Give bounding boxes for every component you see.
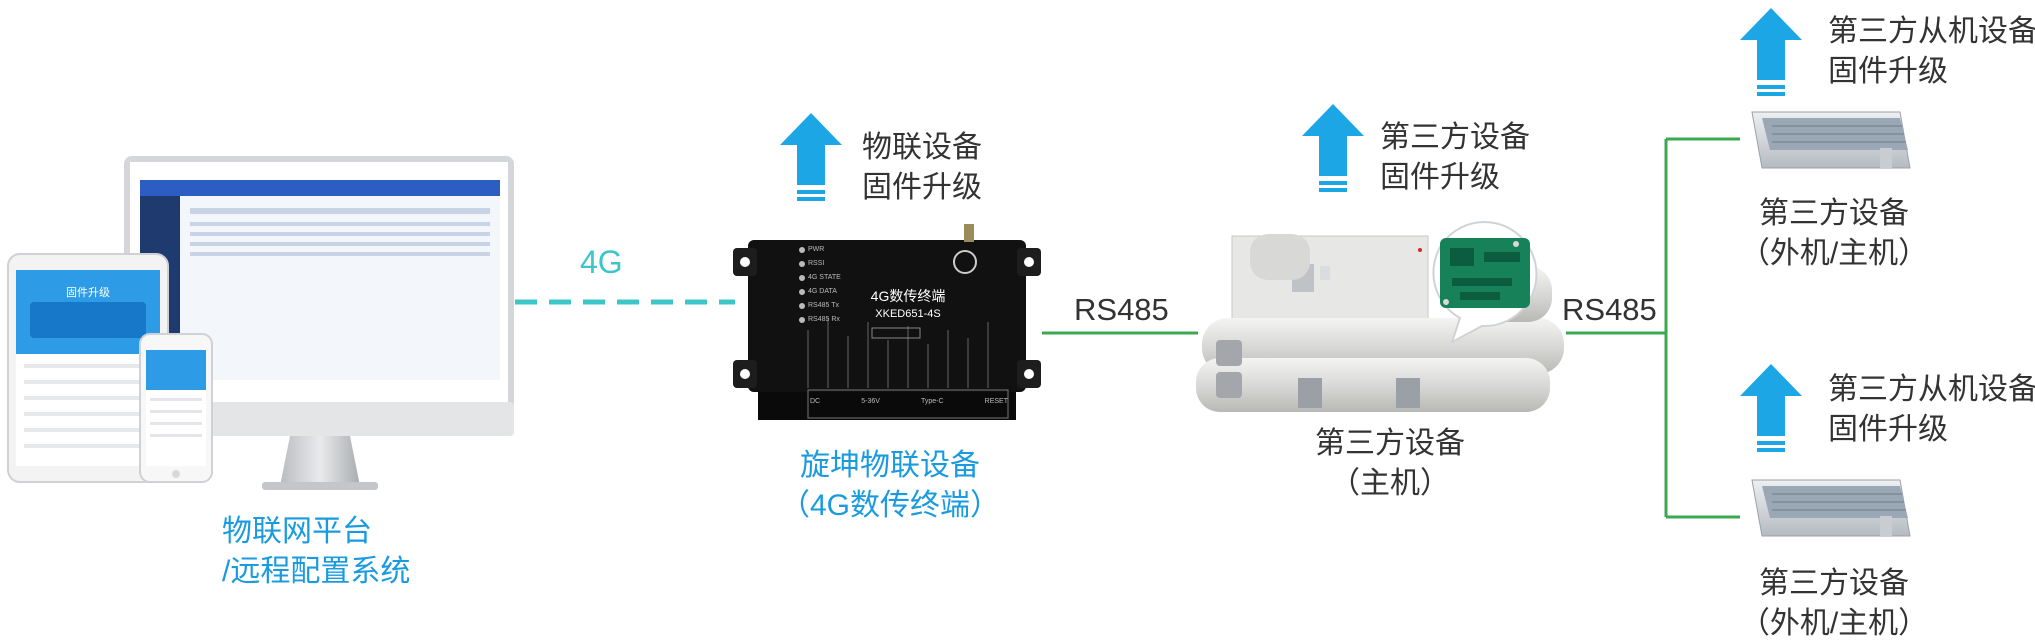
slave-unit-top [1751, 111, 1911, 169]
platform-caption: 物联网平台 /远程配置系统 [222, 512, 410, 592]
terminal-panel-ports: DC 5-36V Type-C RESET [810, 398, 1008, 405]
link-4g-label: 4G [580, 244, 623, 280]
tablet-screen-title: 固件升级 [66, 287, 110, 299]
terminal-panel-title: 4G数传终端 [870, 288, 946, 304]
terminal-caption: 旋坤物联设备 （4G数传终端） [779, 449, 1001, 522]
terminal-panel-leds: PWR RSSI 4G STATE 4G DATA RS485 Tx RS485… [808, 246, 841, 323]
platform-caption-line1: 物联网平台 [222, 515, 372, 548]
rs485-left-label: RS485 [1074, 292, 1169, 327]
host-upgrade-label: 第三方设备 固件升级 [1380, 121, 1530, 194]
tablet-device [7, 253, 169, 483]
slave-top-upgrade-label: 第三方从机设备 固件升级 [1828, 15, 2035, 88]
host-caption: 第三方设备 （主机） [1315, 427, 1465, 500]
upgrade-arrow-icon [1302, 104, 1364, 192]
upgrade-arrow-icon [1740, 364, 1802, 452]
platform-caption-line2: /远程配置系统 [222, 555, 411, 588]
slave-unit-bottom [1751, 479, 1911, 537]
circuit-board-callout [1432, 221, 1538, 345]
terminal-upgrade-label: 物联设备 固件升级 [862, 131, 982, 204]
rs485-right-label: RS485 [1562, 292, 1657, 327]
terminal-device [733, 224, 1041, 420]
upgrade-arrow-icon [780, 113, 842, 201]
chiller-host [1196, 234, 1564, 412]
upgrade-arrow-icon [1740, 8, 1802, 96]
link-rs485-right [1566, 137, 1740, 519]
terminal-panel-model: XKED651-4S [875, 308, 941, 320]
phone-device [139, 333, 213, 483]
slave-bottom-caption: 第三方设备 （外机/主机） [1739, 567, 1929, 640]
slave-top-caption: 第三方设备 （外机/主机） [1739, 197, 1929, 270]
slave-bottom-upgrade-label: 第三方从机设备 固件升级 [1828, 373, 2035, 446]
